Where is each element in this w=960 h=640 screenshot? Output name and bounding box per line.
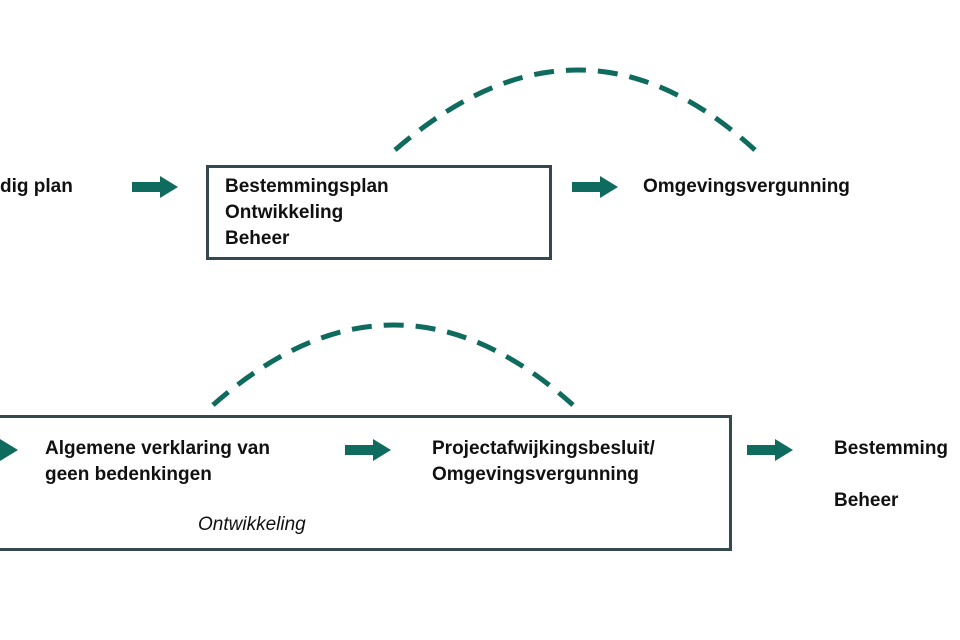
- plan-box: [206, 165, 552, 260]
- dashed-arc-bottom: [211, 322, 575, 407]
- box-caption: Ontwikkeling: [198, 514, 306, 535]
- step1-line: Algemene verklaring van: [45, 438, 270, 459]
- step2-line: Omgevingsvergunning: [432, 464, 639, 485]
- end-line: Bestemming: [834, 438, 949, 459]
- box-line: Ontwikkeling: [225, 202, 344, 223]
- end-line: Beheer: [834, 490, 899, 511]
- dashed-arc-top: [393, 67, 757, 152]
- step1-line: geen bedenkingen: [45, 464, 212, 485]
- end-label: Omgevingsvergunning: [643, 176, 850, 197]
- arrow-right-icon: [132, 176, 178, 198]
- box-line: Beheer: [225, 228, 290, 249]
- box-line: Bestemmingsplan: [225, 176, 389, 197]
- arrow-right-icon: [747, 439, 793, 461]
- start-label: dig plan: [0, 176, 73, 197]
- arrow-right-icon: [572, 176, 618, 198]
- procedure-box: [0, 415, 732, 551]
- step2-line: Projectafwijkingsbesluit/: [432, 438, 655, 459]
